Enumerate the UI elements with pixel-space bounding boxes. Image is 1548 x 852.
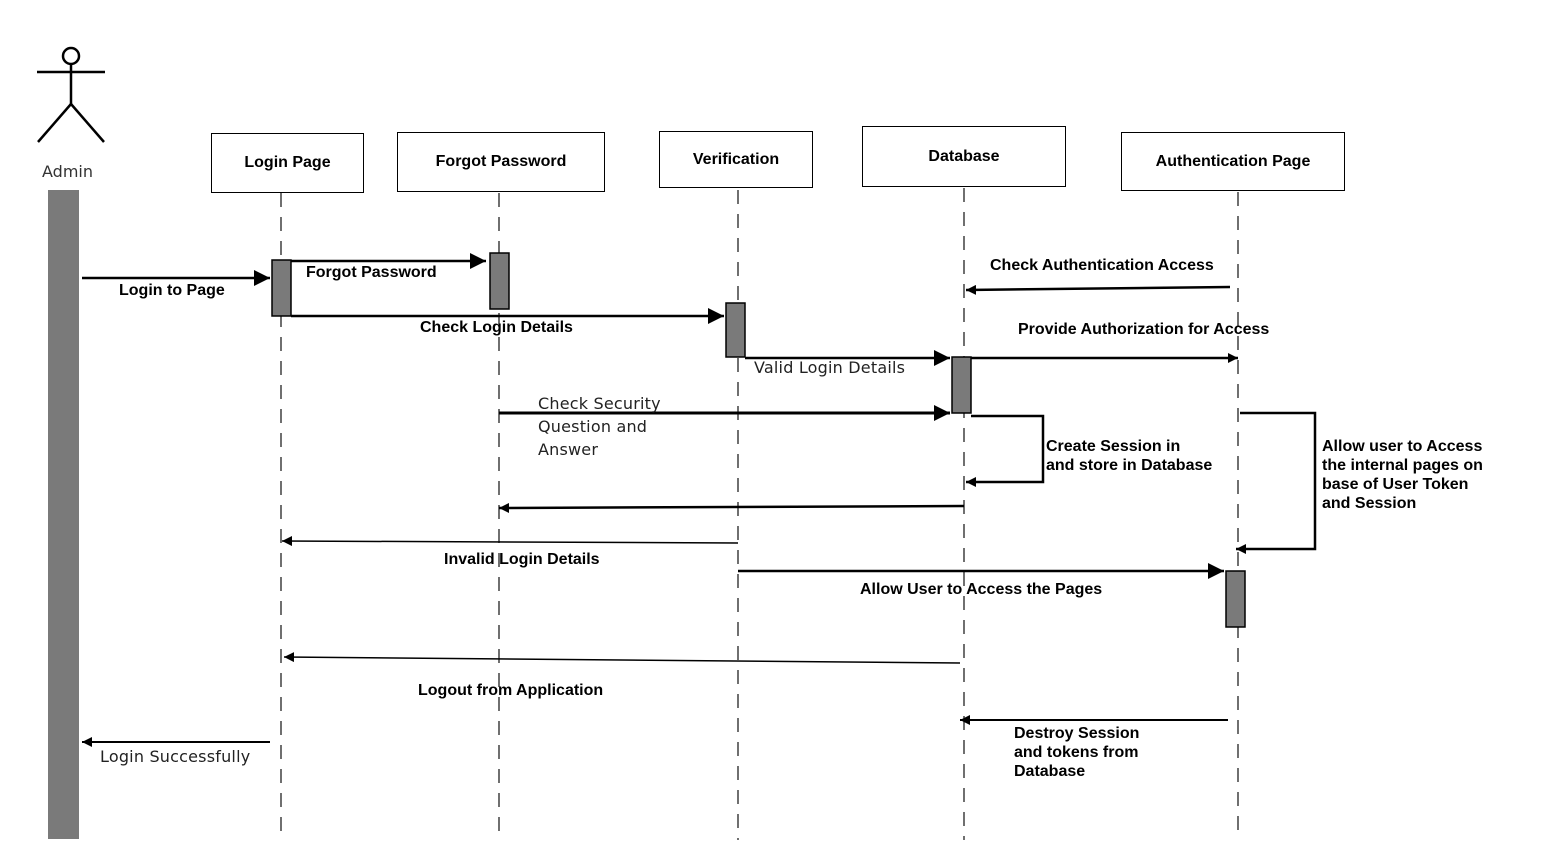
arrow-invalid-login bbox=[281, 536, 739, 547]
arrow-allow-internal bbox=[1236, 411, 1317, 554]
arrow-check-auth-access bbox=[965, 284, 1231, 295]
participant-forgot-password: Forgot Password bbox=[397, 132, 605, 192]
forgot-activation-bar bbox=[489, 252, 510, 310]
participant-database: Database bbox=[862, 126, 1066, 187]
label-check-security: Check Security Question and Answer bbox=[538, 394, 661, 459]
label-check-login-details: Check Login Details bbox=[420, 319, 573, 336]
participant-verification: Verification bbox=[659, 131, 813, 188]
label-check-auth-access: Check Authentication Access bbox=[990, 257, 1214, 274]
label-destroy-session: Destroy Session and tokens from Database bbox=[1014, 725, 1140, 780]
label-login-to-page: Login to Page bbox=[119, 282, 225, 299]
participant-login-page: Login Page bbox=[211, 133, 364, 193]
login-activation-bar bbox=[271, 259, 292, 317]
label-valid-login-details: Valid Login Details bbox=[754, 358, 906, 377]
label-provide-authorization: Provide Authorization for Access bbox=[1018, 321, 1270, 338]
label-logout: Logout from Application bbox=[418, 682, 604, 699]
auth-activation-bar bbox=[1225, 570, 1246, 628]
admin-actor-icon bbox=[37, 46, 105, 143]
participant-authentication-page: Authentication Page bbox=[1121, 132, 1345, 191]
label-forgot-password: Forgot Password bbox=[306, 264, 437, 281]
admin-activation-bar bbox=[48, 190, 79, 839]
arrow-create-session bbox=[966, 414, 1045, 487]
label-allow-pages: Allow User to Access the Pages bbox=[860, 581, 1103, 598]
verification-activation-bar bbox=[725, 302, 746, 358]
label-invalid-login: Invalid Login Details bbox=[444, 551, 600, 568]
arrow-logout bbox=[283, 652, 961, 664]
arrow-db-to-forgot bbox=[498, 502, 965, 513]
admin-actor-label: Admin bbox=[42, 162, 93, 181]
label-allow-internal: Allow user to Access the internal pages … bbox=[1322, 438, 1483, 512]
database-activation-bar bbox=[951, 356, 972, 414]
label-create-session: Create Session in and store in Database bbox=[1046, 438, 1213, 474]
label-login-successfully: Login Successfully bbox=[100, 747, 251, 766]
